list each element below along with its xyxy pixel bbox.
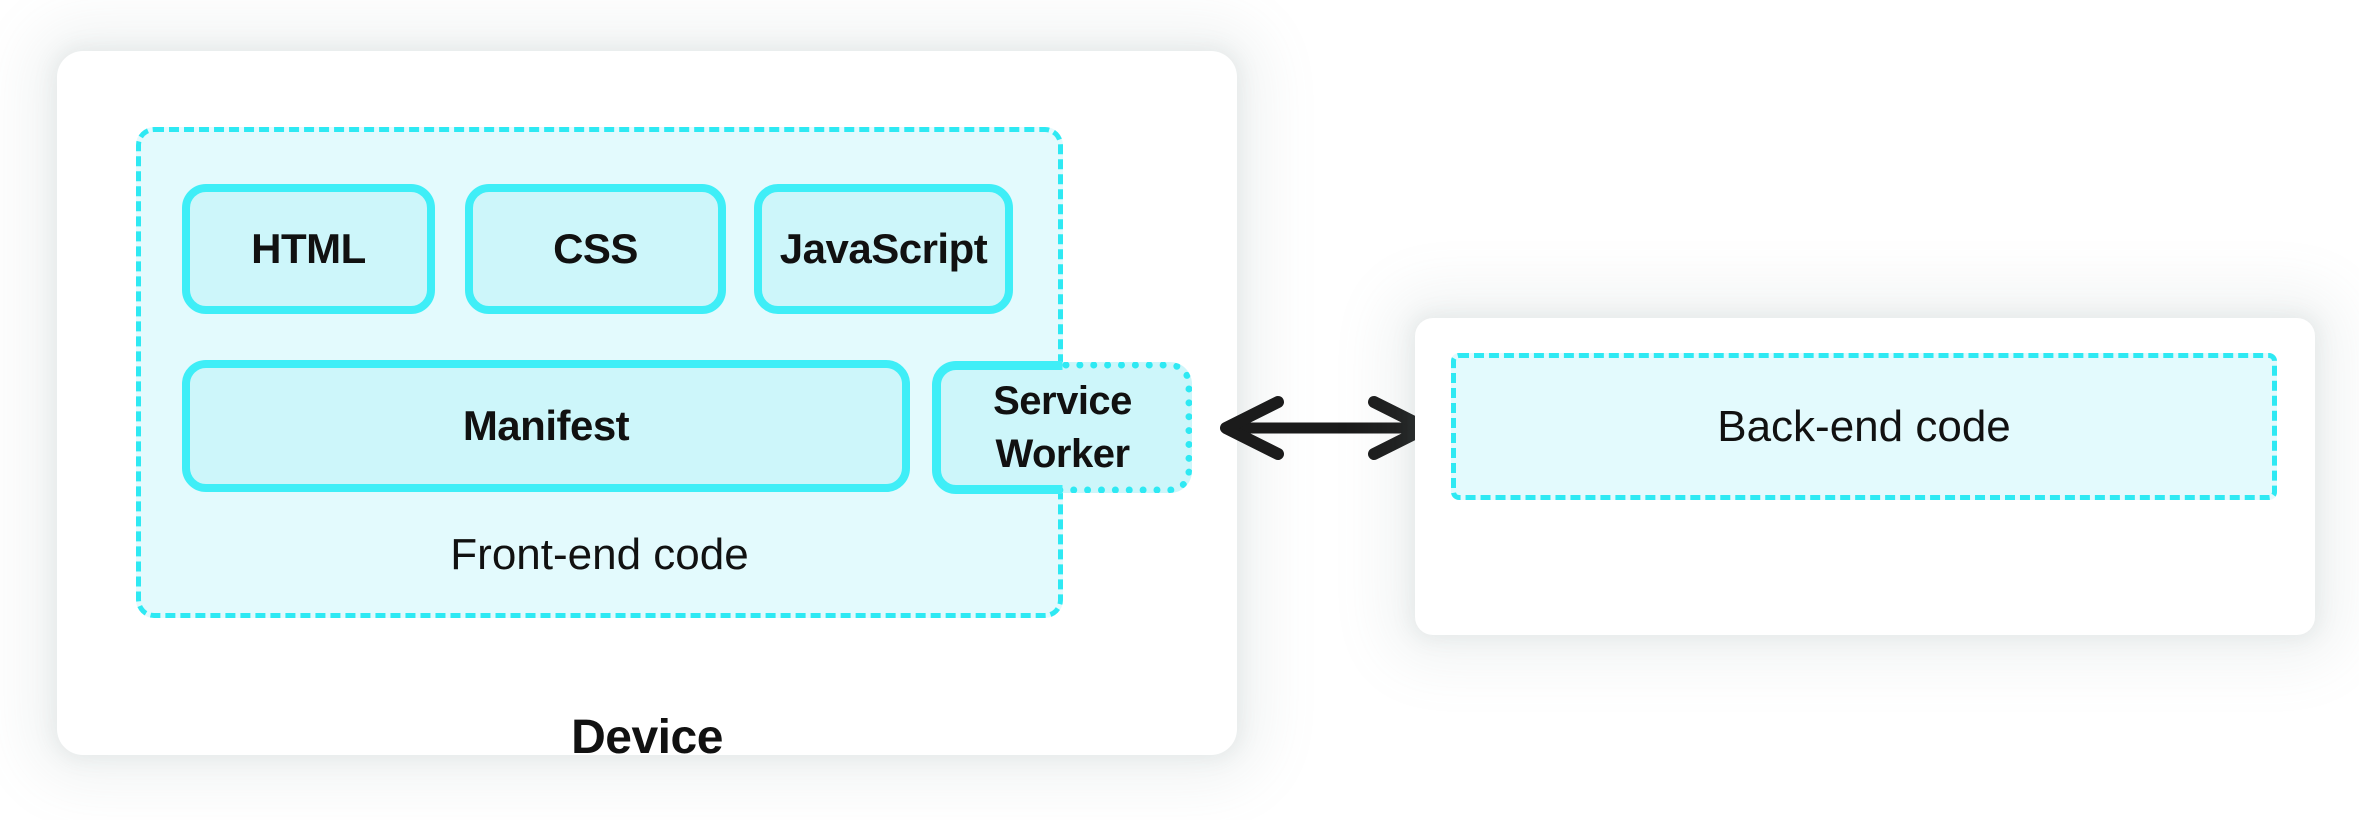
css-box-label: CSS [553, 225, 638, 272]
service-worker-box-label: Service Worker [993, 378, 1132, 476]
device-label: Device [571, 711, 723, 764]
javascript-box: JavaScript [754, 184, 1013, 314]
manifest-box: Manifest [182, 360, 910, 492]
service-worker-box: Service Worker [932, 361, 1192, 494]
backend-code-label: Back-end code [1717, 401, 2011, 451]
html-box: HTML [182, 184, 435, 314]
css-box: CSS [465, 184, 726, 314]
manifest-box-label: Manifest [462, 402, 630, 449]
device-card: HTML CSS JavaScript Manifest Service Wor… [57, 51, 1237, 764]
frontend-code-label: Front-end code [450, 530, 749, 579]
backend-code-box: Back-end code [1451, 353, 2277, 500]
javascript-box-label: JavaScript [779, 225, 988, 272]
html-box-label: HTML [251, 225, 366, 272]
web-server-card: Back-end code Web server [1415, 318, 2315, 635]
bidirectional-arrow-icon [1218, 394, 1434, 462]
